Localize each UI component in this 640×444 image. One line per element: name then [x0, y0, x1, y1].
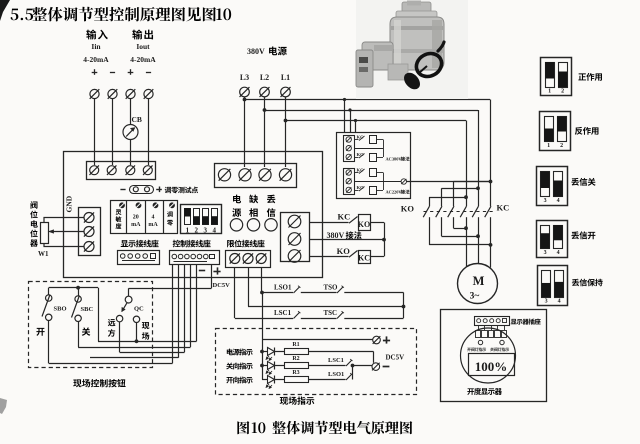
- svg-text:SBO: SBO: [54, 306, 67, 313]
- svg-text:2: 2: [194, 226, 198, 234]
- svg-text:KC: KC: [357, 167, 364, 172]
- svg-text:R1: R1: [292, 342, 299, 348]
- svg-text:3: 3: [203, 226, 207, 234]
- svg-text:380V: 380V: [327, 231, 345, 240]
- svg-text:mA: mA: [131, 222, 141, 228]
- svg-text:KC: KC: [358, 253, 370, 262]
- svg-text:Iin: Iin: [91, 42, 101, 51]
- svg-text:L1: L1: [281, 73, 290, 82]
- svg-text:L3: L3: [240, 73, 249, 82]
- svg-text:4: 4: [212, 226, 216, 234]
- svg-text:4: 4: [557, 250, 560, 256]
- svg-text:Iout: Iout: [136, 42, 150, 51]
- svg-text:3: 3: [544, 198, 547, 204]
- svg-text:M: M: [473, 274, 485, 288]
- svg-text:4-20mA: 4-20mA: [83, 55, 109, 64]
- svg-text:3~: 3~: [470, 292, 480, 302]
- svg-text:QC: QC: [134, 306, 144, 313]
- svg-text:TSO: TSO: [324, 283, 339, 291]
- svg-text:1: 1: [186, 226, 190, 234]
- svg-text:DC5V: DC5V: [213, 282, 231, 289]
- svg-text:AC220V: AC220V: [386, 190, 403, 195]
- svg-text:4-20mA: 4-20mA: [130, 55, 156, 64]
- svg-text:2: 2: [560, 143, 563, 149]
- svg-text:DC5V: DC5V: [386, 354, 405, 362]
- svg-text:2: 2: [561, 89, 564, 95]
- svg-text:4: 4: [558, 299, 561, 305]
- svg-text:KC: KC: [357, 134, 364, 139]
- svg-text:KO: KO: [357, 185, 365, 190]
- svg-text:L2: L2: [260, 73, 269, 82]
- svg-text:20: 20: [133, 215, 139, 221]
- svg-text:R2: R2: [292, 356, 299, 362]
- svg-text:CB: CB: [132, 115, 142, 124]
- svg-text:LSO1: LSO1: [328, 371, 344, 378]
- svg-text:KC: KC: [338, 212, 351, 222]
- svg-text:LSO1: LSO1: [274, 284, 292, 292]
- svg-text:KO: KO: [358, 220, 370, 229]
- svg-text:4: 4: [557, 198, 560, 204]
- svg-text:3: 3: [544, 250, 547, 256]
- svg-text:LSC1: LSC1: [274, 309, 292, 317]
- svg-text:AC380V: AC380V: [386, 157, 403, 162]
- svg-text:KO: KO: [337, 246, 351, 256]
- svg-text:mA: mA: [148, 222, 158, 228]
- svg-text:LSC1: LSC1: [328, 357, 344, 364]
- svg-text:SBC: SBC: [81, 306, 94, 313]
- svg-text:KO: KO: [357, 152, 365, 157]
- svg-text:KC: KC: [497, 203, 510, 213]
- svg-text:KO: KO: [401, 204, 415, 214]
- svg-text:1: 1: [547, 143, 550, 149]
- svg-text:W1: W1: [38, 250, 49, 258]
- svg-text:3: 3: [545, 299, 548, 305]
- svg-text:1: 1: [548, 89, 551, 95]
- svg-text:100%: 100%: [475, 359, 508, 374]
- svg-text:4: 4: [152, 215, 155, 221]
- svg-text:GND: GND: [65, 195, 74, 212]
- svg-text:380V: 380V: [247, 47, 265, 56]
- svg-text:TSC: TSC: [324, 309, 338, 317]
- svg-text:R3: R3: [292, 370, 299, 376]
